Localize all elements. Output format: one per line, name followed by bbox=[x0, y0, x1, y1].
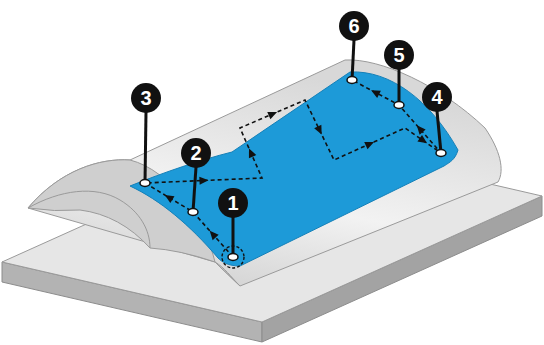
post-layer bbox=[140, 40, 446, 261]
dashed-route bbox=[145, 80, 441, 257]
post-dot bbox=[394, 102, 404, 109]
route-arrow bbox=[369, 87, 381, 98]
route-arrow bbox=[245, 147, 256, 158]
route-arrow bbox=[364, 138, 375, 149]
callout-number: 5 bbox=[384, 40, 414, 70]
route-arrow bbox=[417, 135, 429, 147]
route-arrow bbox=[207, 228, 219, 240]
route-layer bbox=[145, 80, 441, 268]
arch-edge bbox=[28, 191, 150, 248]
route-arrow bbox=[314, 125, 325, 137]
post-dot bbox=[140, 180, 150, 187]
leader-post bbox=[352, 40, 354, 80]
leader-post bbox=[232, 217, 235, 257]
post-dot bbox=[228, 254, 238, 261]
callout-number: 3 bbox=[131, 83, 161, 113]
callout-number: 6 bbox=[339, 11, 369, 41]
post-dot bbox=[347, 77, 357, 84]
callout-number: 2 bbox=[181, 138, 211, 168]
callout-number: 4 bbox=[422, 82, 452, 112]
leader-post bbox=[145, 112, 146, 183]
route-arrow bbox=[267, 108, 278, 119]
route-arrow bbox=[414, 123, 426, 135]
mound-surface bbox=[28, 60, 501, 286]
leader-post bbox=[398, 69, 401, 105]
post-dot bbox=[436, 150, 446, 157]
route-arrow bbox=[199, 176, 208, 184]
callout-number: 1 bbox=[218, 188, 248, 218]
leader-post bbox=[437, 111, 441, 153]
work-area bbox=[130, 72, 458, 266]
route-arrow bbox=[163, 191, 175, 203]
post-dot bbox=[188, 209, 198, 216]
leader-post bbox=[193, 167, 196, 212]
